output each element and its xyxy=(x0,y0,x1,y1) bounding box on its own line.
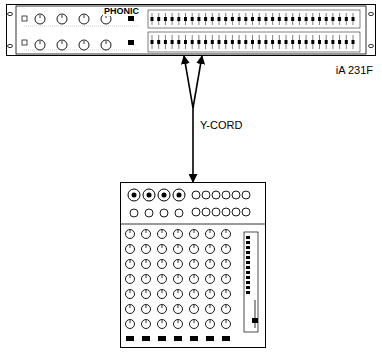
cord-branch xyxy=(193,56,202,108)
equalizer-panel xyxy=(8,6,374,54)
cord-line xyxy=(184,56,193,182)
mixer-unit xyxy=(120,182,266,348)
equalizer-unit: PHONICiA 231F xyxy=(6,4,376,56)
brand-logo: PHONIC xyxy=(103,7,140,16)
y-cord xyxy=(184,56,202,182)
model-name: iA 231F xyxy=(336,65,373,76)
cord-label: Y-CORD xyxy=(198,120,244,131)
mixer-panel xyxy=(120,189,266,341)
